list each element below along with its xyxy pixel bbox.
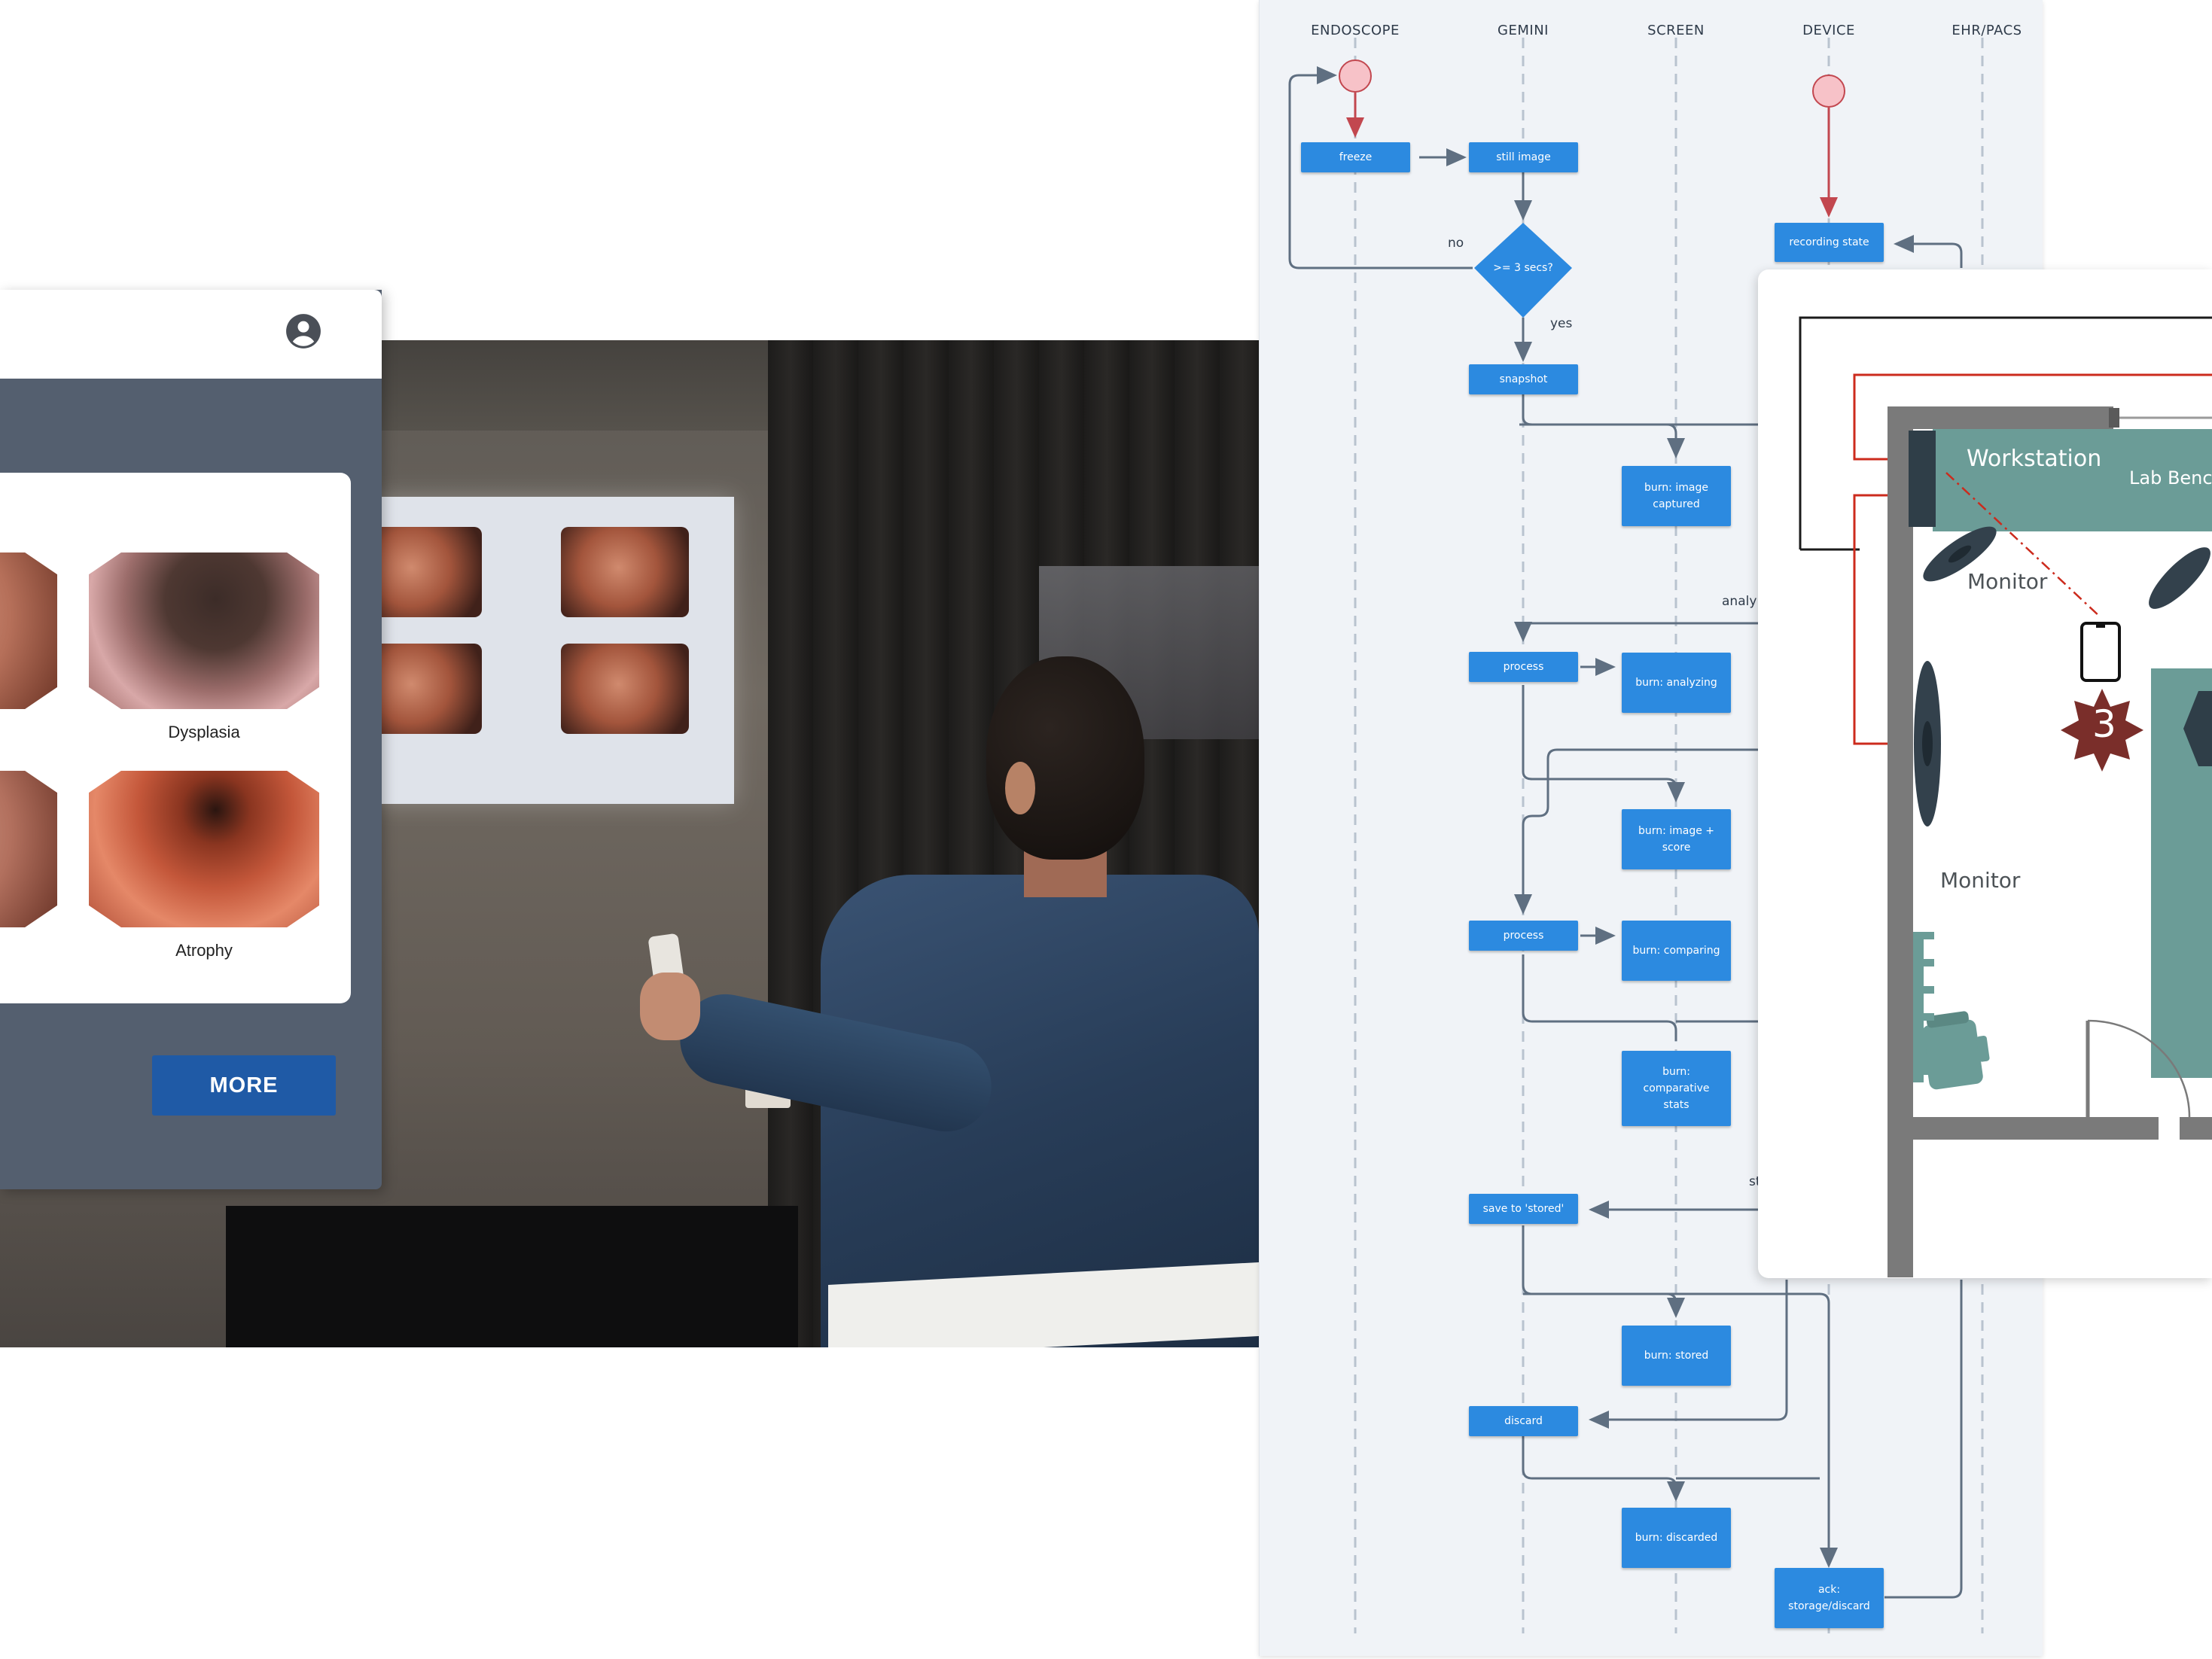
node-burn-discarded[interactable]: burn: discarded	[1622, 1508, 1731, 1568]
chair	[226, 1206, 798, 1347]
node-burn-image-score[interactable]: burn: image + score	[1622, 809, 1731, 869]
endoscopy-thumbnail[interactable]	[0, 771, 57, 927]
node-discard[interactable]: discard	[1469, 1406, 1578, 1436]
node-burn-image-captured[interactable]: burn: image captured	[1622, 466, 1731, 526]
label-lab-bench: Lab Bench	[2129, 467, 2212, 489]
edge-label-yes: yes	[1550, 316, 1573, 331]
node-save-stored[interactable]: save to 'stored'	[1469, 1194, 1578, 1224]
node-burn-analyzing[interactable]: burn: analyzing	[1622, 653, 1731, 713]
node-burn-comparing[interactable]: burn: comparing	[1622, 921, 1731, 981]
floor-plan-card: Workstation Lab Bench Monitor Monitor 3	[1758, 269, 2212, 1278]
node-process-1[interactable]: process	[1469, 652, 1578, 682]
node-snapshot[interactable]: snapshot	[1469, 364, 1578, 394]
more-button[interactable]: MORE	[152, 1055, 336, 1116]
marker-number: 3	[2092, 702, 2116, 746]
node-burn-comparative-stats[interactable]: burn: comparative stats	[1622, 1051, 1731, 1126]
label-monitor-1: Monitor	[1967, 569, 2048, 594]
lane-header-endoscope: ENDOSCOPE	[1311, 23, 1400, 38]
endoscopy-thumbnail[interactable]	[0, 552, 57, 709]
account-icon[interactable]	[285, 312, 322, 350]
edge-label-no: no	[1448, 236, 1464, 251]
edge-label-analy: analy	[1722, 594, 1757, 609]
endoscopy-thumbnail-dysplasia[interactable]	[89, 552, 319, 709]
label-dysplasia: Dysplasia	[168, 723, 240, 741]
node-decision[interactable]: >= 3 secs?	[1493, 262, 1553, 274]
gallery-card: Dysplasia Atrophy	[0, 473, 351, 1003]
app-header	[0, 290, 382, 379]
gallery-app-panel: Dysplasia Atrophy MORE	[0, 290, 382, 1189]
marker-3-icon	[2061, 689, 2143, 772]
person	[625, 656, 1259, 1347]
node-burn-stored[interactable]: burn: stored	[1622, 1326, 1731, 1386]
node-ack-storage-discard[interactable]: ack: storage/discard	[1775, 1568, 1884, 1628]
node-process-2[interactable]: process	[1469, 921, 1578, 951]
label-workstation: Workstation	[1967, 446, 2102, 472]
lane-header-device: DEVICE	[1802, 23, 1855, 38]
edge-label-st: st	[1749, 1174, 1761, 1189]
label-monitor-2: Monitor	[1940, 868, 2021, 893]
lane-header-ehr-pacs: EHR/PACS	[1951, 23, 2022, 38]
node-still-image[interactable]: still image	[1469, 142, 1578, 172]
floor-plan-drawing	[1799, 316, 2212, 1278]
endoscopy-thumbnail-atrophy[interactable]	[89, 771, 319, 927]
lane-header-screen: SCREEN	[1647, 23, 1705, 38]
node-freeze[interactable]: freeze	[1301, 142, 1410, 172]
lab-photo	[0, 340, 1259, 1347]
node-recording-state[interactable]: recording state	[1775, 223, 1884, 262]
lane-header-gemini: GEMINI	[1498, 23, 1549, 38]
label-atrophy: Atrophy	[175, 941, 233, 960]
